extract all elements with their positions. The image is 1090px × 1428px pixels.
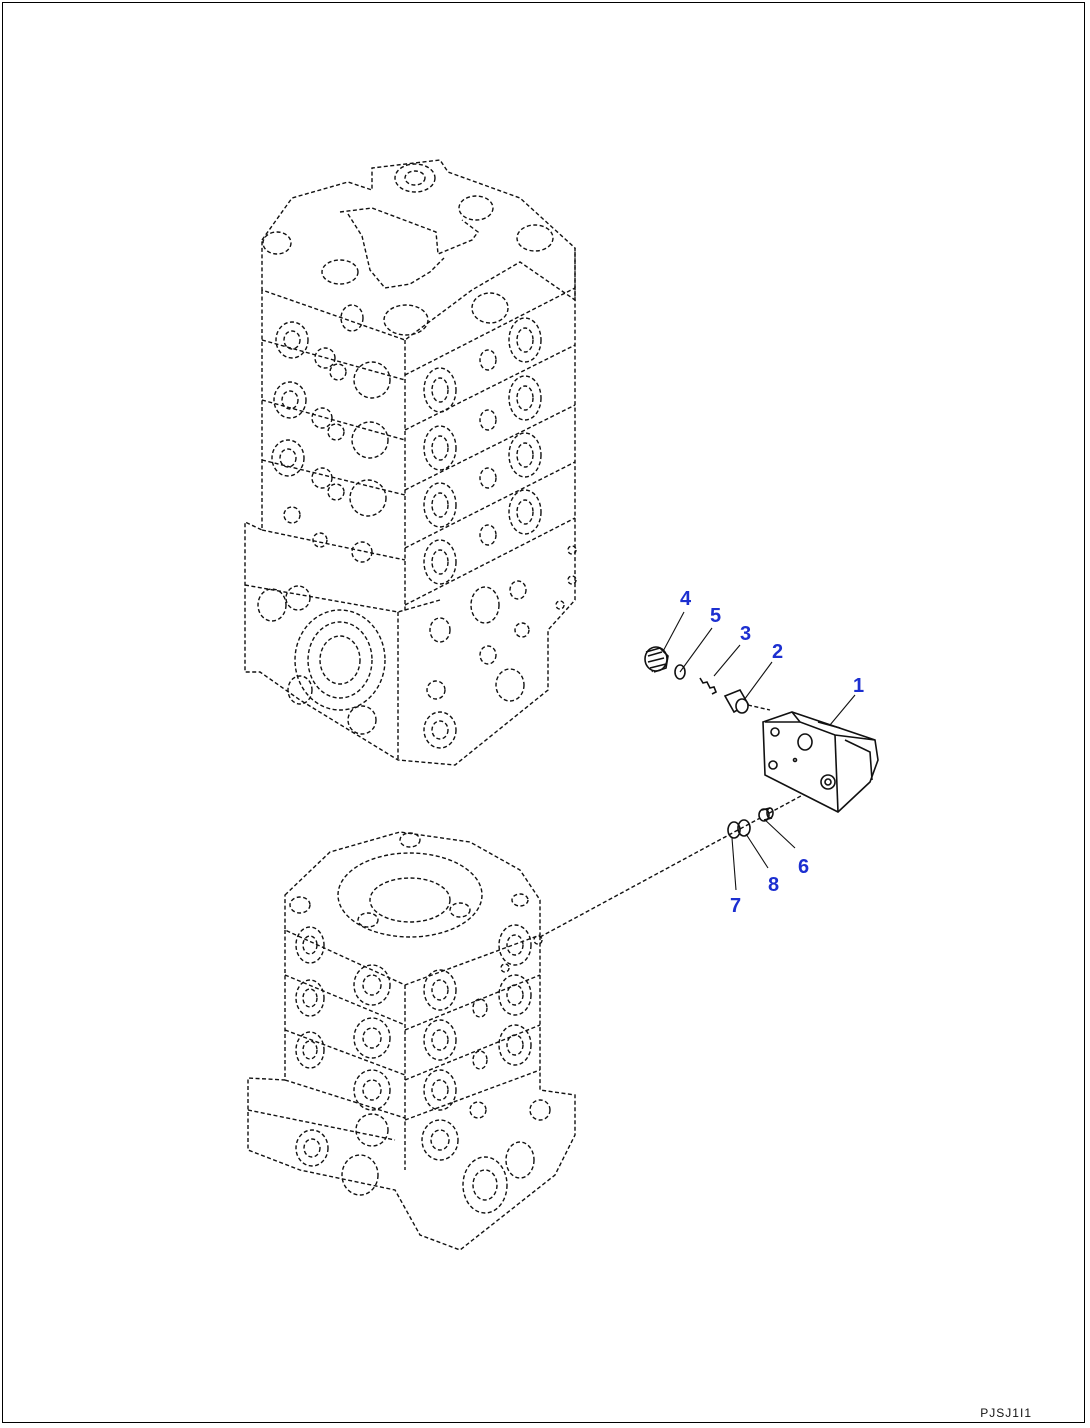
part-1-valve-body	[762, 711, 879, 813]
callout-4: 4	[680, 588, 692, 610]
callout-7: 7	[730, 895, 742, 917]
part-7-ring	[727, 821, 741, 839]
part-5-o-ring	[674, 664, 686, 680]
callout-2: 2	[772, 641, 784, 663]
upper-control-valve-block	[244, 159, 577, 766]
callout-8: 8	[768, 874, 780, 896]
callout-5: 5	[710, 605, 722, 627]
part-8-o-ring	[737, 819, 751, 837]
part-3-spring	[699, 677, 718, 695]
callout-3: 3	[740, 623, 752, 645]
part-4-plug	[644, 646, 669, 673]
callout-6: 6	[798, 856, 810, 878]
part-6-plug	[758, 807, 774, 822]
lower-control-valve-block	[247, 831, 576, 1251]
figure-code: PJSJ1I1	[980, 1406, 1032, 1420]
callout-1: 1	[853, 675, 865, 697]
part-2-spool	[723, 688, 750, 714]
